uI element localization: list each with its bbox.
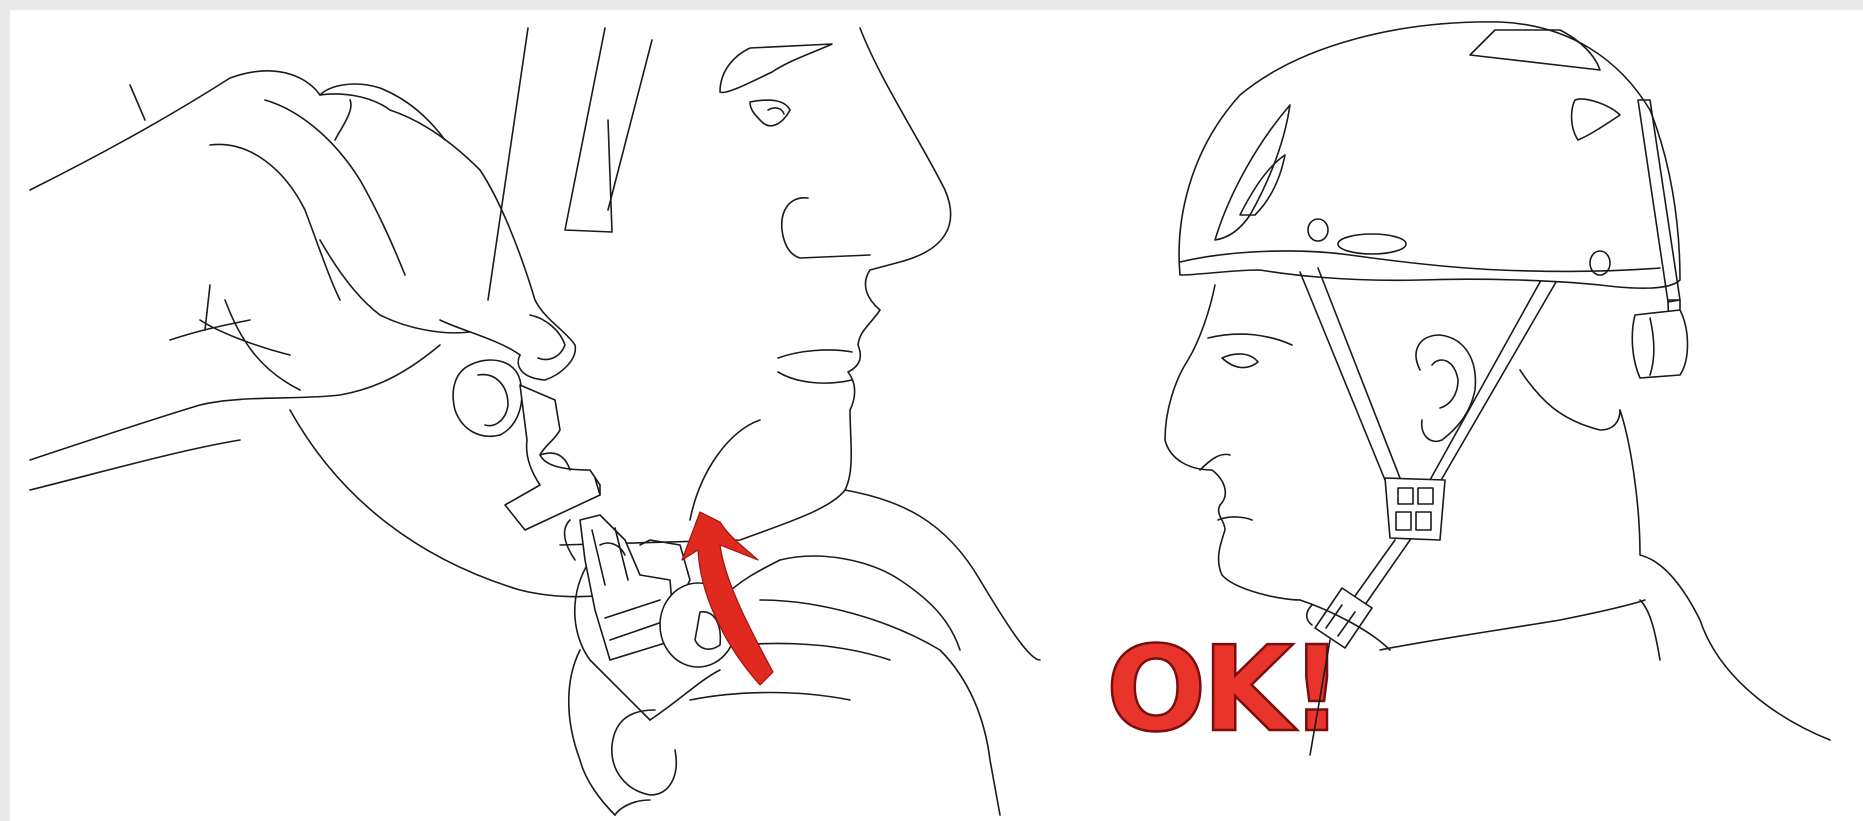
rear-adjustment-dial	[1632, 310, 1687, 378]
strap-junction-buckle	[1385, 478, 1445, 540]
head-profile	[1165, 285, 1300, 600]
chin-straps	[1300, 268, 1556, 612]
buckle-male-part	[453, 360, 600, 530]
buckle-fastening-illustration	[30, 28, 1040, 815]
ear	[1416, 335, 1475, 441]
face-profile	[290, 28, 1040, 660]
helmet-shell	[1179, 22, 1680, 372]
ok-status-label: OK!	[1106, 620, 1340, 758]
helmet-strap-lines	[130, 28, 652, 300]
